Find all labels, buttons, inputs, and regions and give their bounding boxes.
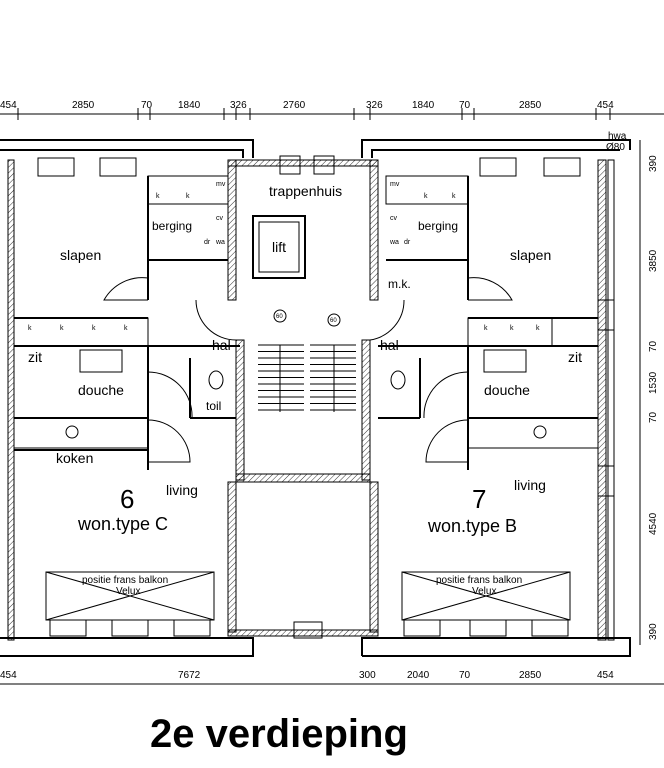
dim-right-3: 70 xyxy=(648,340,659,352)
dim-top-8: 1840 xyxy=(412,100,435,111)
dim-top-10: 2850 xyxy=(519,100,542,111)
unit-number-right: 7 xyxy=(472,484,486,514)
room-toil-left: toil xyxy=(206,399,221,413)
fixture-k-5: k xyxy=(484,325,488,332)
dim-top-1: 454 xyxy=(0,100,17,111)
fixture-k-4: k xyxy=(124,325,128,332)
room-berging-right: berging xyxy=(418,219,458,233)
dim-right-6: 4540 xyxy=(648,512,659,535)
fixture-mv-left: mv xyxy=(216,181,226,188)
room-koken-left: koken xyxy=(56,450,93,466)
dim-bottom-6: 2850 xyxy=(519,670,542,681)
balcony-label-left: positie frans balkon xyxy=(82,575,168,586)
page-title: 2e verdieping xyxy=(150,712,408,756)
fixture-wa-right: wa xyxy=(389,239,399,246)
dim-bottom-7: 454 xyxy=(597,670,614,681)
fixture-k-8: k xyxy=(156,193,160,200)
dim-bottom-3: 300 xyxy=(359,670,376,681)
room-zit-right: zit xyxy=(568,349,582,365)
fixture-cv-left: cv xyxy=(216,215,224,222)
hwa-label: hwa xyxy=(608,131,627,142)
interior-partitions xyxy=(13,175,599,621)
fixture-dr-right: dr xyxy=(404,239,411,246)
fixture-k-11: k xyxy=(452,193,456,200)
dim-top-11: 454 xyxy=(597,100,614,111)
outer-walls xyxy=(0,139,631,657)
dim-top-5: 326 xyxy=(230,100,247,111)
room-living-left: living xyxy=(166,482,198,498)
dim-top-7: 326 xyxy=(366,100,383,111)
unit-type-left: won.type C xyxy=(77,514,168,534)
dim-bottom-1: 454 xyxy=(0,670,17,681)
room-berging-left: berging xyxy=(152,219,192,233)
dim-bottom-2: 7672 xyxy=(178,670,201,681)
dim-right-1: 390 xyxy=(648,155,659,172)
stairwell-core xyxy=(227,159,379,637)
unit-number-left: 6 xyxy=(120,484,134,514)
dim-bottom-5: 70 xyxy=(459,670,471,681)
unit-type-right: won.type B xyxy=(427,516,517,536)
room-trappenhuis: trappenhuis xyxy=(269,183,342,199)
room-slapen-left: slapen xyxy=(60,247,101,263)
fixture-k-2: k xyxy=(60,325,64,332)
fixture-mv-right: mv xyxy=(390,181,400,188)
room-zit-left: zit xyxy=(28,349,42,365)
dim-right-4: 1530 xyxy=(648,371,659,394)
fixture-k-3: k xyxy=(92,325,96,332)
room-douche-left: douche xyxy=(78,382,124,398)
balcony-label-right: positie frans balkon xyxy=(436,575,522,586)
dim-top-2: 2850 xyxy=(72,100,95,111)
room-hal-right: hal xyxy=(380,337,399,353)
fixture-k-10: k xyxy=(424,193,428,200)
fixture-k-7: k xyxy=(536,325,540,332)
room-slapen-right: slapen xyxy=(510,247,551,263)
dim-top-4: 1840 xyxy=(178,100,201,111)
room-mk: m.k. xyxy=(388,277,411,291)
fire-rating-left: 60 xyxy=(276,314,283,320)
hwa-diameter: Ø80 xyxy=(606,142,625,153)
dim-top-6: 2760 xyxy=(283,100,306,111)
dim-right-7: 390 xyxy=(648,623,659,640)
dim-right-5: 70 xyxy=(648,411,659,423)
velux-label-left: Velux xyxy=(116,586,140,597)
fixture-wa-left: wa xyxy=(215,239,225,246)
fixture-k-1: k xyxy=(28,325,32,332)
room-lift: lift xyxy=(272,239,286,255)
room-living-right: living xyxy=(514,477,546,493)
fixture-cv-right: cv xyxy=(390,215,398,222)
dim-right-2: 3850 xyxy=(648,249,659,272)
dim-bottom-4: 2040 xyxy=(407,670,430,681)
fixture-k-6: k xyxy=(510,325,514,332)
top-dimension-line xyxy=(0,108,664,120)
velux-label-right: Velux xyxy=(472,586,496,597)
fixture-dr-left: dr xyxy=(204,239,211,246)
room-douche-right: douche xyxy=(484,382,530,398)
room-hal-left: hal xyxy=(212,337,231,353)
fixture-k-9: k xyxy=(186,193,190,200)
dim-top-3: 70 xyxy=(141,100,153,111)
dim-top-9: 70 xyxy=(459,100,471,111)
fire-rating-right: 60 xyxy=(330,318,337,324)
